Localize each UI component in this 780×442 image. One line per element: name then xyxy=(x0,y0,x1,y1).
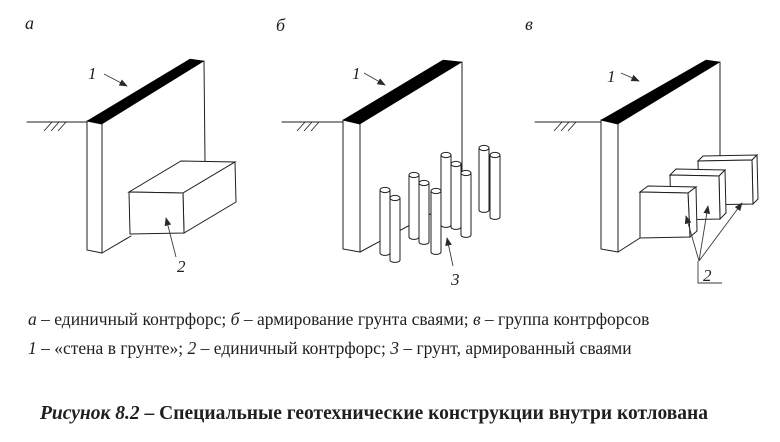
callout-2-label: 2 xyxy=(177,257,186,276)
callout-buttresses: 2 xyxy=(684,202,743,285)
panel-b: б xyxy=(276,15,501,289)
pile xyxy=(460,169,472,238)
pile xyxy=(489,151,501,220)
pile-group xyxy=(379,144,501,263)
panel-a: а 1 2 xyxy=(25,13,237,276)
figure-title: Рисунок 8.2 – Специальные геотехнические… xyxy=(40,403,709,424)
panel-a-letter: а xyxy=(25,13,34,33)
callout-wall: 1 xyxy=(88,64,128,87)
pile xyxy=(478,144,490,213)
buttress-block xyxy=(127,160,237,235)
buttress-group xyxy=(638,153,759,239)
panel-b-letter: б xyxy=(276,15,286,35)
pile xyxy=(430,187,442,255)
geotech-diagram: а 1 2 xyxy=(25,13,759,289)
callout-buttress: 2 xyxy=(164,217,186,276)
panel-v: в xyxy=(525,14,759,285)
diaphragm-wall xyxy=(600,59,721,253)
ground-surface xyxy=(281,121,344,132)
callout-piles: 3 xyxy=(445,237,460,289)
ground-surface xyxy=(26,121,88,132)
pile xyxy=(389,194,401,263)
callout-3-label: 3 xyxy=(450,270,460,289)
pile xyxy=(379,186,391,256)
pile xyxy=(450,160,462,230)
callout-2-label: 2 xyxy=(703,266,712,285)
pile xyxy=(408,171,420,240)
callout-wall: 1 xyxy=(607,67,640,86)
callout-1-label: 1 xyxy=(352,64,361,83)
pile xyxy=(418,179,430,245)
callout-wall: 1 xyxy=(352,64,386,86)
caption-callouts: 1 – «стена в грунте»; 2 – единичный конт… xyxy=(28,338,632,358)
panel-v-letter: в xyxy=(525,14,533,34)
callout-1-label: 1 xyxy=(607,67,616,86)
callout-1-label: 1 xyxy=(88,64,97,83)
diaphragm-wall xyxy=(86,58,206,254)
pile xyxy=(440,151,452,228)
buttress-block-front xyxy=(638,185,698,239)
ground-surface xyxy=(534,121,602,132)
caption-panels: а – единичный контрфорс; б – армирование… xyxy=(28,309,650,329)
